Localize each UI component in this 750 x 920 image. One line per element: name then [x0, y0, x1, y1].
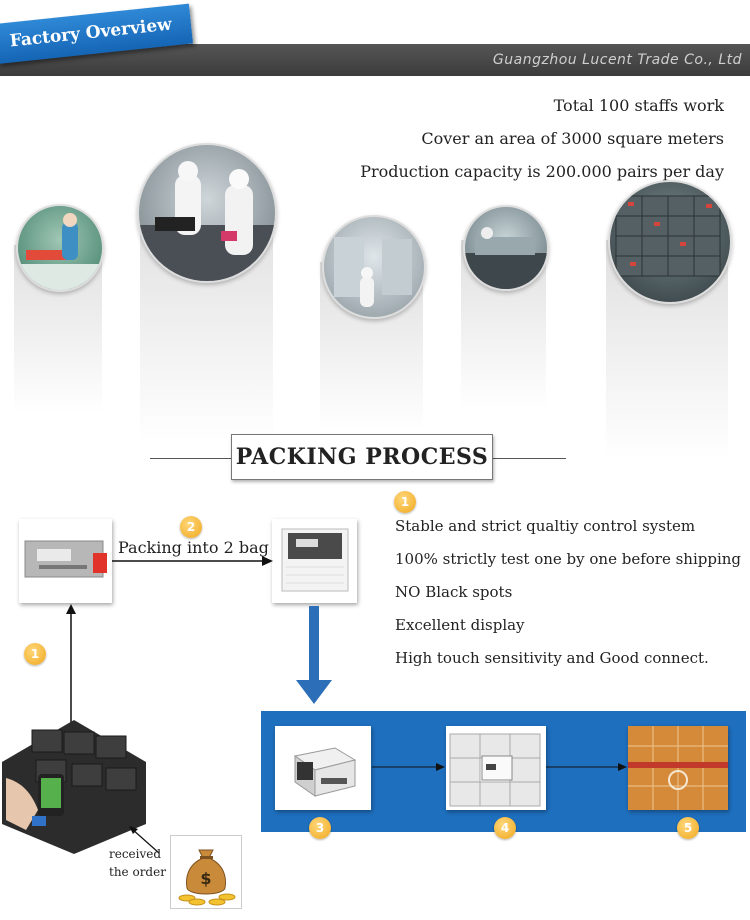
- svg-text:$: $: [200, 869, 211, 888]
- stat-area: Cover an area of 3000 square meters: [421, 129, 724, 148]
- stat-capacity: Production capacity is 200.000 pairs per…: [360, 162, 724, 181]
- step-badge-3: 3: [309, 817, 331, 839]
- qc-point: Stable and strict qualtiy control system: [395, 517, 696, 535]
- factory-photo-line: [463, 205, 549, 291]
- factory-photo-warehouse: [608, 180, 732, 304]
- factory-photo-lab: [322, 215, 426, 319]
- step-badge-1: 1: [394, 491, 416, 513]
- arrow-right-icon: [372, 763, 445, 771]
- company-name: Guangzhou Lucent Trade Co., Ltd: [492, 52, 742, 68]
- stat-staff: Total 100 staffs work: [553, 96, 724, 115]
- step-badge-4: 4: [494, 817, 516, 839]
- product-carton-boxes: [446, 726, 546, 810]
- arrow-down-icon: [296, 606, 332, 704]
- qc-point: Excellent display: [395, 616, 525, 634]
- qc-point: NO Black spots: [395, 583, 513, 601]
- packing-title-box: PACKING PROCESS: [231, 434, 493, 480]
- step-badge-5: 5: [677, 817, 699, 839]
- qc-point: High touch sensitivity and Good connect.: [395, 649, 709, 667]
- packing-title: PACKING PROCESS: [235, 444, 489, 470]
- arrow-up-icon: [66, 604, 76, 725]
- pointer-arrow-icon: [129, 826, 160, 854]
- factory-photo-workers: [137, 143, 277, 283]
- product-box: [275, 726, 371, 810]
- arrow-right-icon: [546, 763, 627, 771]
- step-badge-1b: 1: [24, 643, 46, 665]
- money-bag-icon: $: [170, 835, 242, 909]
- product-pallet: [628, 726, 728, 810]
- arrow-label: Packing into 2 bag: [118, 538, 269, 557]
- received-line: received: [109, 847, 162, 861]
- order-line: the order: [109, 865, 166, 879]
- received-order-label: received the order: [109, 845, 166, 881]
- order-photo: [2, 720, 146, 854]
- factory-photo-assembly: [16, 204, 104, 292]
- qc-point: 100% strictly test one by one before shi…: [395, 550, 742, 568]
- banner-title: Factory Overview: [8, 14, 173, 52]
- step-badge-2: 2: [180, 516, 202, 538]
- product-single-bag: [19, 519, 112, 603]
- product-double-bag: [272, 519, 357, 603]
- arrow-right-icon: [112, 556, 273, 566]
